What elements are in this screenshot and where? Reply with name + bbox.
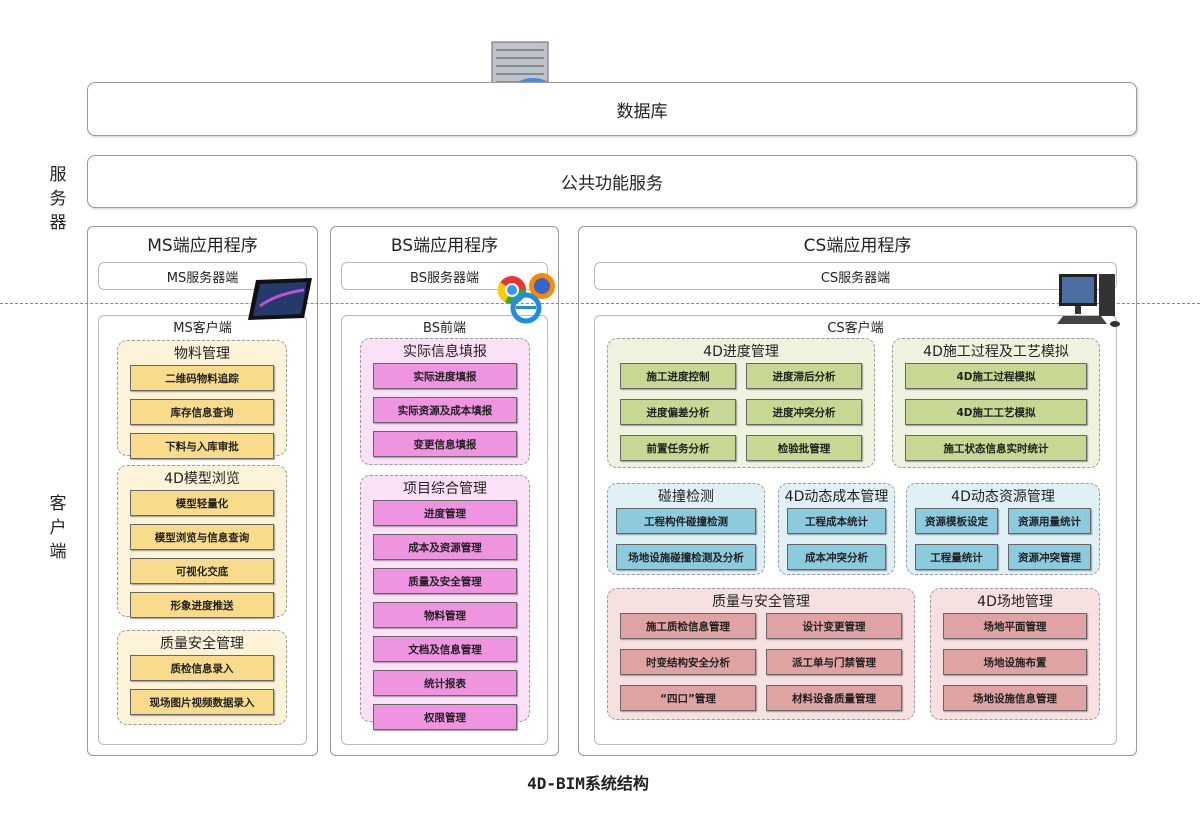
module-item: 材料设备质量管理 (766, 685, 902, 711)
group-title: 质量与安全管理 (712, 594, 810, 610)
group-title: 物料管理 (174, 346, 230, 362)
bs-client-label: BS前端 (423, 321, 466, 336)
module-item: 进度偏差分析 (620, 399, 736, 425)
group-cs-site: 4D场地管理场地平面管理场地设施布置场地设施信息管理 (930, 588, 1100, 720)
module-item: 工程构件碰撞检测 (616, 508, 756, 534)
module-item: 进度冲突分析 (746, 399, 862, 425)
module-item: 检验批管理 (746, 435, 862, 461)
group-title: 4D进度管理 (703, 344, 779, 360)
group-cs-schedule: 4D进度管理施工进度控制进度滞后分析进度偏差分析进度冲突分析前置任务分析检验批管… (607, 338, 875, 468)
group-title: 4D模型浏览 (164, 471, 240, 487)
module-item: 实际资源及成本填报 (373, 397, 517, 423)
module-item: 库存信息查询 (130, 399, 274, 425)
ms-client-label: MS客户端 (173, 321, 232, 336)
group-title: 实际信息填报 (403, 344, 487, 360)
group-ms-quality: 质量安全管理质检信息录入现场图片视频数据录入 (117, 630, 287, 725)
module-item: 设计变更管理 (766, 613, 902, 639)
group-title: 4D施工过程及工艺模拟 (923, 344, 1069, 360)
module-item: 文档及信息管理 (373, 636, 517, 662)
group-title: 4D动态资源管理 (951, 489, 1055, 505)
module-item: 下料与入库审批 (130, 433, 274, 459)
module-item: “四口”管理 (620, 685, 756, 711)
module-item: 施工进度控制 (620, 363, 736, 389)
client-side-label: 客户端 (49, 494, 67, 562)
module-item: 变更信息填报 (373, 431, 517, 457)
database-bar: 数据库 (87, 82, 1137, 136)
module-item: 资源用量统计 (1008, 508, 1091, 534)
tablet-icon (246, 276, 314, 322)
module-item: 进度滞后分析 (746, 363, 862, 389)
module-item: 质检信息录入 (130, 655, 274, 681)
browser-icons (496, 270, 562, 326)
ms-server-box: MS服务器端 (98, 262, 307, 290)
module-item: 进度管理 (373, 500, 517, 526)
diagram-caption: 4D-BIM系统结构 (527, 774, 649, 793)
server-side-label: 服务器 (49, 165, 67, 233)
group-cs-clash: 碰撞检测工程构件碰撞检测场地设施碰撞检测及分析 (607, 483, 765, 575)
module-item: 权限管理 (373, 704, 517, 730)
module-item: 派工单与门禁管理 (766, 649, 902, 675)
module-item: 模型浏览与信息查询 (130, 524, 274, 550)
cs-server-box: CS服务器端 (594, 262, 1117, 290)
group-ms-model: 4D模型浏览模型轻量化模型浏览与信息查询可视化交底形象进度推送 (117, 465, 287, 618)
group-bs-project: 项目综合管理进度管理成本及资源管理质量及安全管理物料管理文档及信息管理统计报表权… (360, 475, 530, 730)
group-title: 质量安全管理 (160, 636, 244, 652)
bs-server-label: BS服务器端 (410, 270, 479, 286)
group-title: 碰撞检测 (658, 489, 714, 505)
common-service-label: 公共功能服务 (561, 174, 663, 194)
module-item: 资源冲突管理 (1008, 544, 1091, 570)
module-item: 实际进度填报 (373, 363, 517, 389)
module-item: 前置任务分析 (620, 435, 736, 461)
module-item: 物料管理 (373, 602, 517, 628)
module-item: 形象进度推送 (130, 592, 274, 618)
module-item: 施工状态信息实时统计 (905, 435, 1087, 461)
module-item: 成本及资源管理 (373, 534, 517, 560)
cs-client-label: CS客户端 (827, 321, 884, 336)
group-cs-cost: 4D动态成本管理工程成本统计成本冲突分析 (778, 483, 895, 575)
module-item: 模型轻量化 (130, 490, 274, 516)
common-service-bar: 公共功能服务 (87, 155, 1137, 208)
module-item: 施工质检信息管理 (620, 613, 756, 639)
group-cs-quality: 质量与安全管理施工质检信息管理设计变更管理时变结构安全分析派工单与门禁管理 “四口… (607, 588, 915, 720)
module-item: 质量及安全管理 (373, 568, 517, 594)
module-item: 场地设施布置 (943, 649, 1087, 675)
module-item: 现场图片视频数据录入 (130, 689, 274, 715)
server-client-divider (0, 303, 1200, 304)
desktop-computer-icon (1055, 270, 1125, 330)
module-item: 场地设施碰撞检测及分析 (616, 544, 756, 570)
module-item: 场地设施信息管理 (943, 685, 1087, 711)
ms-server-label: MS服务器端 (166, 270, 239, 286)
group-ms-material: 物料管理二维码物料追踪库存信息查询下料与入库审批 (117, 340, 287, 459)
module-item: 可视化交底 (130, 558, 274, 584)
group-title: 4D场地管理 (977, 594, 1053, 610)
module-item: 工程量统计 (915, 544, 998, 570)
module-item: 二维码物料追踪 (130, 365, 274, 391)
group-title: 项目综合管理 (403, 481, 487, 497)
group-title: 4D动态成本管理 (784, 489, 889, 505)
cs-server-label: CS服务器端 (820, 270, 891, 286)
module-item: 工程成本统计 (787, 508, 886, 534)
group-cs-simulation: 4D施工过程及工艺模拟 4D施工过程模拟 4D施工工艺模拟施工状态信息实时统计 (892, 338, 1100, 468)
module-item: 资源模板设定 (915, 508, 998, 534)
module-item: 统计报表 (373, 670, 517, 696)
module-item: 4D施工工艺模拟 (905, 399, 1087, 425)
group-cs-resource: 4D动态资源管理资源模板设定资源用量统计工程量统计资源冲突管理 (906, 483, 1100, 575)
ms-app-title: MS端应用程序 (147, 236, 258, 256)
cs-app-title: CS端应用程序 (803, 236, 912, 256)
group-bs-report: 实际信息填报实际进度填报实际资源及成本填报变更信息填报 (360, 338, 530, 465)
module-item: 成本冲突分析 (787, 544, 886, 570)
module-item: 场地平面管理 (943, 613, 1087, 639)
bs-app-title: BS端应用程序 (390, 236, 499, 256)
database-label: 数据库 (616, 101, 668, 122)
module-item: 时变结构安全分析 (620, 649, 756, 675)
module-item: 4D施工过程模拟 (905, 363, 1087, 389)
